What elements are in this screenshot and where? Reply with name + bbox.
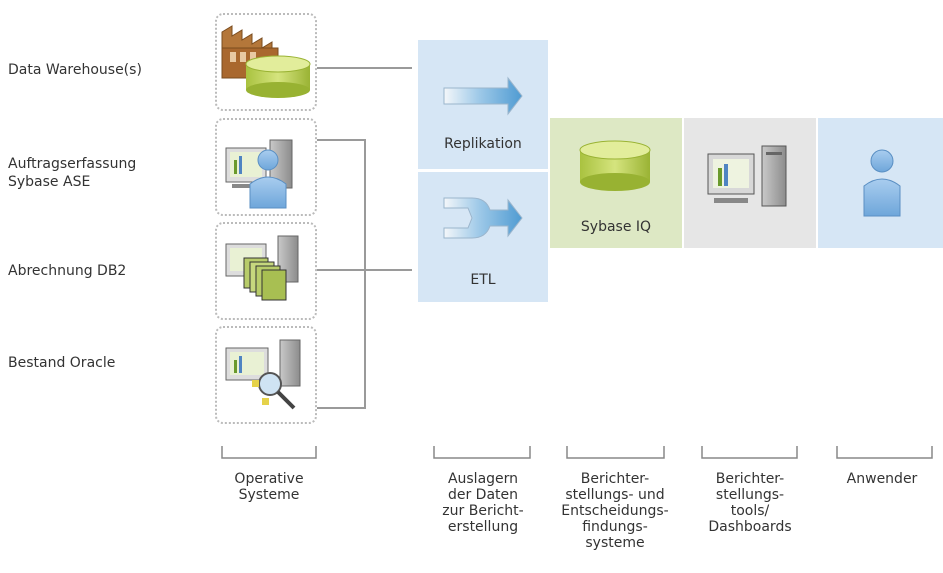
caption-berichterstellungs-systeme: Berichter- stellungs- und Entscheidungs-… bbox=[561, 471, 669, 551]
label-data-warehouse: Data Warehouse(s) bbox=[8, 62, 142, 78]
label-bestand: Bestand Oracle bbox=[8, 355, 116, 371]
user-person-icon bbox=[863, 149, 901, 217]
etl-arrow-icon bbox=[443, 197, 523, 239]
label-replikation: Replikation bbox=[444, 136, 522, 152]
sybase-iq-database-icon bbox=[579, 140, 651, 191]
caption-operative-systeme: Operative Systeme bbox=[234, 471, 304, 503]
workstation-documents-icon bbox=[225, 235, 299, 301]
label-etl: ETL bbox=[470, 272, 496, 288]
label-sybase-ase: Sybase ASE bbox=[8, 174, 91, 190]
caption-anwender: Anwender bbox=[846, 471, 918, 487]
panel-etl bbox=[418, 172, 548, 302]
workstation-person-icon bbox=[225, 139, 293, 209]
connector-lines bbox=[317, 67, 412, 409]
replication-arrow-icon bbox=[443, 76, 523, 116]
label-sybase-iq: Sybase IQ bbox=[580, 219, 652, 235]
label-auftragserfassung: Auftragserfassung bbox=[8, 156, 137, 172]
bracket-lines bbox=[221, 446, 933, 459]
label-abrechnung: Abrechnung DB2 bbox=[8, 263, 127, 279]
caption-tools-dashboards: Berichter- stellungs- tools/ Dashboards bbox=[708, 471, 792, 535]
caption-auslagern: Auslagern der Daten zur Bericht- erstell… bbox=[442, 471, 524, 535]
dashboard-workstation-icon bbox=[707, 145, 787, 207]
workstation-search-icon bbox=[225, 339, 301, 410]
database-cylinder-icon bbox=[245, 55, 311, 98]
